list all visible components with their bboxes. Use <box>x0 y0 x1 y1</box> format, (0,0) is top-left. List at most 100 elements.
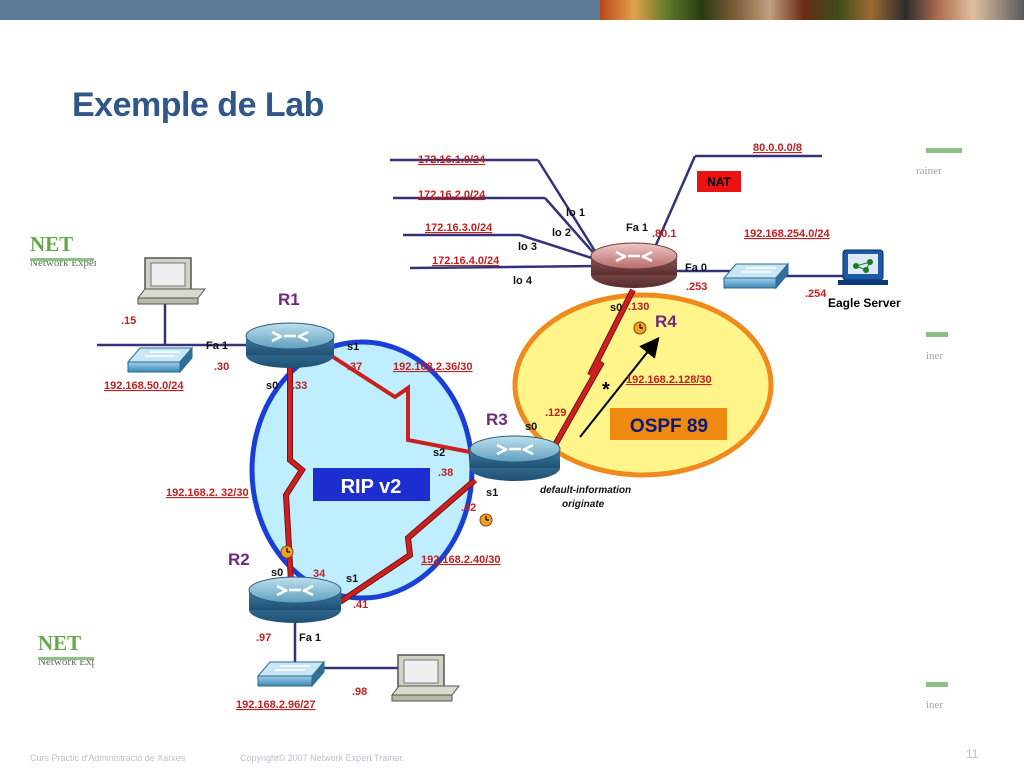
watermark-bar <box>926 332 948 337</box>
watermark-text: iner <box>926 350 944 362</box>
router-name-r4: R4 <box>655 312 677 331</box>
link-r2-r3 <box>338 478 477 604</box>
addr-r3-s2: .38 <box>438 467 453 479</box>
net-label-r1-r2: 192.168.2. 32/30 <box>166 487 249 499</box>
router-arrows-icon <box>496 443 534 456</box>
if-r3-s2: s2 <box>433 447 445 459</box>
net-label-r2-r3: 192.168.2.40/30 <box>421 554 501 566</box>
ospf-label: OSPF 89 <box>630 416 708 437</box>
router-r1[interactable] <box>245 322 335 368</box>
if-r2-s0: s0 <box>271 567 283 579</box>
watermark-bar <box>926 682 948 687</box>
net-label-server-lan: 192.168.254.0/24 <box>744 228 831 240</box>
if-r2-s1: s1 <box>346 573 358 585</box>
watermark-text: iner <box>926 699 944 711</box>
eagle-server[interactable] <box>838 249 888 285</box>
internet-line <box>650 155 697 255</box>
addr-r3-s1: .42 <box>461 502 476 514</box>
eagle-server-label: Eagle Server <box>828 296 901 310</box>
watermark-logo-text: NET <box>38 631 82 655</box>
network-lines <box>97 154 850 670</box>
nat-label: NAT <box>707 175 731 189</box>
if-lo1: lo 1 <box>566 207 585 219</box>
asterisk-label: * <box>602 379 610 401</box>
loop2-line <box>544 197 599 259</box>
router-name-r3: R3 <box>486 410 508 429</box>
if-r1-s1: s1 <box>347 341 359 353</box>
watermark-bar <box>926 148 962 153</box>
addr-r1-pc: .15 <box>121 315 136 327</box>
net-label-loop4: 172.16.4.0/24 <box>432 255 500 267</box>
addr-r2-s1: .41 <box>353 599 368 611</box>
router-name-r1: R1 <box>278 290 300 309</box>
watermark-underline <box>30 258 94 261</box>
switch-arrows-icon <box>145 351 180 357</box>
rip-label: RIP v2 <box>341 476 402 498</box>
default-info-label-1: default-information <box>540 485 631 496</box>
net-label-r1-r3: 192.168.2.36/30 <box>393 361 473 373</box>
if-r1-s0: s0 <box>266 380 278 392</box>
footer-course: Curs Pràctic d'Administració de Xarxes <box>30 753 186 763</box>
slide-title: Exemple de Lab <box>72 86 324 124</box>
loop4-line <box>409 264 599 270</box>
if-r1-fa1: Fa 1 <box>206 340 228 352</box>
pc-r1-lan[interactable] <box>136 257 207 305</box>
clock-icon <box>280 545 294 559</box>
clock-icon <box>479 513 493 527</box>
if-r3-s0: s0 <box>525 421 537 433</box>
if-lo4: lo 4 <box>513 275 533 287</box>
page-number: 11 <box>966 747 979 761</box>
serial-links <box>282 288 636 605</box>
default-route-arrow <box>579 336 660 438</box>
addr-r1-s1: .37 <box>347 361 362 373</box>
router-r3[interactable] <box>469 435 561 481</box>
clock-icon <box>633 321 647 335</box>
default-info-label-2: originate <box>562 499 605 510</box>
if-r4-fa0: Fa 0 <box>685 262 707 274</box>
switch-arrows-icon <box>275 665 310 671</box>
if-r2-fa1: Fa 1 <box>299 632 321 644</box>
rip-label-box <box>313 468 430 501</box>
watermark-logo-text: NET <box>30 232 74 256</box>
net-label-r3-r4: 192.168.2.128/30 <box>626 374 712 386</box>
net-label-internet: 80.0.0.0/8 <box>753 142 802 154</box>
addr-r2-pc: .98 <box>352 686 367 698</box>
addr-r2-fa1: .97 <box>256 632 271 644</box>
addr-r2-s0: 34 <box>313 568 326 580</box>
addr-r3-s0: .129 <box>545 407 566 419</box>
if-r3-s1: s1 <box>486 487 498 499</box>
addr-r1-fa1: .30 <box>214 361 229 373</box>
switch-r2-lan[interactable] <box>256 660 326 688</box>
if-r4-s0: s0 <box>610 302 622 314</box>
loop1-line <box>536 159 600 257</box>
net-label-r2-lan: 192.168.2.96/27 <box>236 699 316 711</box>
router-arrows-icon <box>271 330 309 343</box>
router-arrows-icon <box>615 250 653 263</box>
watermark-underline <box>38 657 94 660</box>
loop3-line <box>519 233 599 262</box>
footer-copyright: Copyright© 2007 Network Expert Trainer. <box>240 753 405 763</box>
top-banner-photo <box>600 0 1024 20</box>
router-name-r2: R2 <box>228 550 250 569</box>
net-label-r1-lan: 192.168.50.0/24 <box>104 380 184 392</box>
link-r1-r2 <box>283 360 305 583</box>
addr-r4-fa1: .80.1 <box>652 228 676 240</box>
addr-server: .254 <box>805 288 827 300</box>
addr-r4-s0: .130 <box>628 301 649 313</box>
net-label-loop3: 172.16.3.0/24 <box>425 222 493 234</box>
ospf-label-box <box>610 408 727 440</box>
link-r3-r4 <box>553 289 635 446</box>
switch-r1-lan[interactable] <box>126 346 194 374</box>
if-lo3: lo 3 <box>518 241 537 253</box>
switch-arrows-icon <box>741 267 776 273</box>
if-r4-fa1: Fa 1 <box>626 222 648 234</box>
addr-r4-fa0: .253 <box>686 281 707 293</box>
net-label-loop2: 172.16.2.0/24 <box>418 189 486 201</box>
router-r2[interactable] <box>248 576 342 623</box>
pc-r2-lan[interactable] <box>390 654 461 702</box>
router-r4[interactable] <box>590 242 678 288</box>
nat-label-box <box>697 171 741 192</box>
switch-server-lan[interactable] <box>722 262 790 290</box>
if-lo2: lo 2 <box>552 227 571 239</box>
